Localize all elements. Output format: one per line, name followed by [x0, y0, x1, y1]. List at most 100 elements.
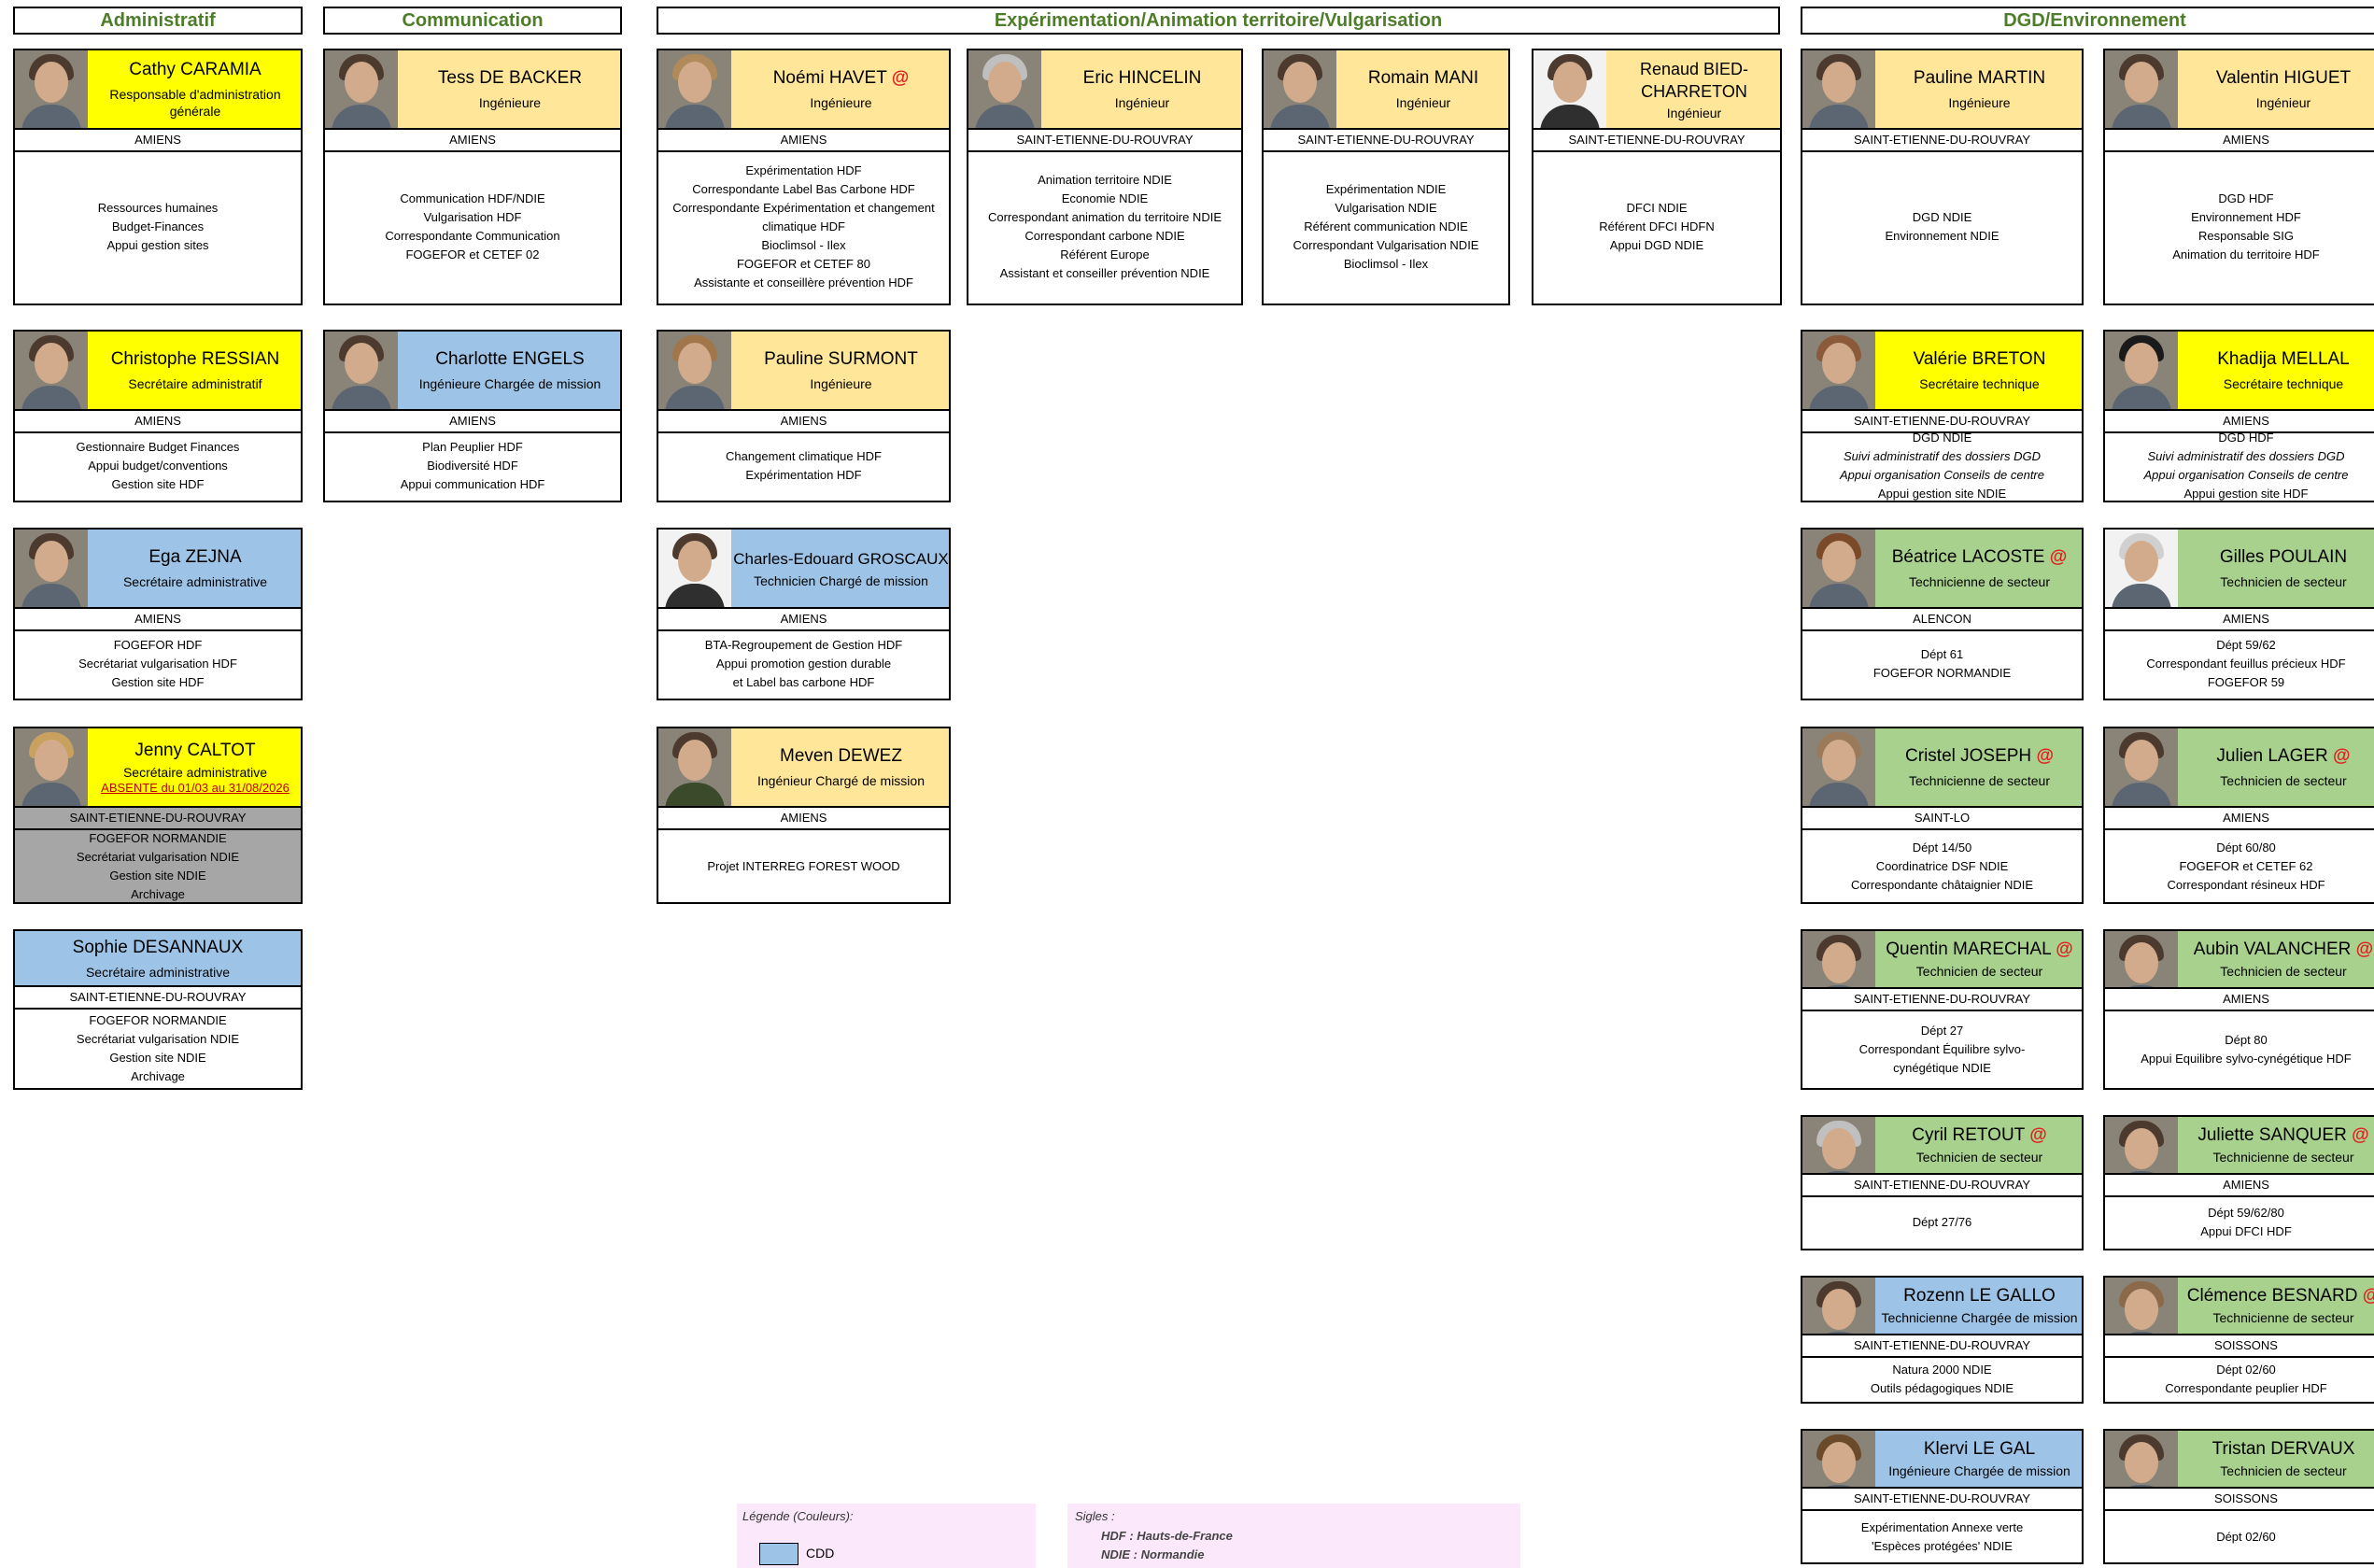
person-role: Technicienne de secteur — [1909, 574, 2050, 589]
person-name: Cristel JOSEPH @ — [1905, 746, 2054, 766]
header-communication: Communication — [323, 7, 622, 35]
person-name: Béatrice LACOSTE @ — [1891, 547, 2068, 567]
person-role: Technicien Chargé de mission — [754, 572, 928, 588]
person-photo — [2105, 1117, 2178, 1173]
person-photo — [1802, 332, 1875, 409]
person-card: Sophie DESANNAUX Secrétaire administrati… — [13, 929, 303, 1090]
person-photo — [1802, 1278, 1875, 1334]
person-name: Pauline MARTIN — [1913, 68, 2046, 88]
sigles-title: Sigles : — [1075, 1509, 1115, 1523]
person-card: Quentin MARECHAL @ Technicien de secteur… — [1801, 929, 2084, 1090]
person-location: SAINT-ETIENNE-DU-ROUVRAY — [1533, 130, 1780, 152]
person-location: AMIENS — [15, 411, 301, 433]
person-role: Ingénieur — [2255, 95, 2311, 110]
person-location: SOISSONS — [2105, 1335, 2374, 1358]
email-icon: @ — [2036, 746, 2054, 766]
person-role: Secrétaire administrative — [122, 764, 268, 780]
person-name: Klervi LE GAL — [1923, 1439, 2036, 1459]
person-name: Eric HINCELIN — [1082, 68, 1202, 88]
person-card: Khadija MELLAL Secrétaire technique AMIE… — [2103, 330, 2374, 502]
person-photo — [15, 332, 88, 409]
person-card: Pauline MARTIN Ingénieure SAINT-ETIENNE-… — [1801, 49, 2084, 305]
person-location: SOISSONS — [2105, 1489, 2374, 1511]
header-dgd-environnement: DGD/Environnement — [1801, 7, 2374, 35]
legend-swatch-cdd — [759, 1543, 798, 1565]
person-location: AMIENS — [2105, 609, 2374, 631]
person-role: Technicienne de secteur — [2212, 1150, 2354, 1165]
person-card: Meven DEWEZ Ingénieur Chargé de mission … — [657, 727, 951, 904]
person-name: Charles-Edouard GROSCAUX — [733, 549, 949, 568]
person-card: Klervi LE GAL Ingénieure Chargée de miss… — [1801, 1429, 2084, 1564]
person-role: Ingénieure — [810, 376, 872, 391]
person-name: Valentin HIGUET — [2215, 68, 2352, 88]
person-name: Tess DE BACKER — [437, 68, 583, 88]
person-location: SAINT-ETIENNE-DU-ROUVRAY — [1802, 1489, 2082, 1511]
person-photo — [658, 530, 731, 607]
person-name: Julien LAGER @ — [2216, 746, 2351, 766]
person-name: Jenny CALTOT — [134, 740, 256, 760]
sigles-legend: Sigles : HDF : Hauts-de-France NDIE : No… — [1067, 1504, 1520, 1568]
person-name: Valérie BRETON — [1913, 349, 2046, 369]
person-photo — [2105, 332, 2178, 409]
person-role: Ingénieur — [1395, 95, 1451, 110]
person-role: Ingénieure Chargée de mission — [1888, 1463, 2070, 1478]
person-role: Technicien de secteur — [2220, 964, 2347, 979]
person-card: Cristel JOSEPH @ Technicienne de secteur… — [1801, 727, 2084, 904]
person-name: Cathy CARAMIA — [129, 60, 261, 79]
person-name: Noémi HAVET @ — [772, 68, 910, 88]
person-card: Charles-Edouard GROSCAUX Technicien Char… — [657, 528, 951, 700]
person-photo — [968, 50, 1041, 128]
header-administratif: Administratif — [13, 7, 303, 35]
person-card: Tess DE BACKER Ingénieure AMIENS Communi… — [323, 49, 622, 305]
person-name: Romain MANI — [1367, 68, 1479, 88]
person-name: Gilles POULAIN — [2219, 547, 2348, 567]
person-card: Rozenn LE GALLO Technicienne Chargée de … — [1801, 1276, 2084, 1404]
person-card: Noémi HAVET @ Ingénieure AMIENS Expérime… — [657, 49, 951, 305]
person-name: Quentin MARECHAL @ — [1886, 939, 2073, 959]
person-location: SAINT-ETIENNE-DU-ROUVRAY — [15, 987, 301, 1010]
person-role: Ingénieure — [478, 95, 542, 110]
person-name: Tristan DERVAUX — [2211, 1439, 2355, 1459]
person-card: Jenny CALTOT Secrétaire administrative A… — [13, 727, 303, 904]
person-duties: Expérimentation Annexe verte'Espèces pro… — [1860, 1519, 2024, 1553]
person-photo — [2105, 931, 2178, 987]
person-name: Ega ZEJNA — [148, 547, 242, 567]
person-location: AMIENS — [2105, 989, 2374, 1011]
person-location: AMIENS — [15, 130, 301, 152]
person-photo — [658, 50, 731, 128]
person-photo — [1264, 50, 1336, 128]
person-name: Rozenn LE GALLO — [1903, 1286, 2056, 1306]
person-duties: Dépt 27/76 — [1912, 1215, 1972, 1229]
person-role: Technicien de secteur — [2220, 574, 2347, 589]
person-location: AMIENS — [2105, 130, 2374, 152]
person-role: Technicienne de secteur — [2212, 1310, 2354, 1325]
person-role: Ingénieur Chargé de mission — [757, 773, 925, 788]
person-name: Renaud BIED-CHARRETON — [1639, 59, 1749, 101]
person-duties: Dépt 02/60 — [2216, 1529, 2276, 1544]
person-location: AMIENS — [2105, 808, 2374, 830]
person-role: Secrétaire technique — [2223, 376, 2344, 391]
person-name: Aubin VALANCHER @ — [2193, 939, 2374, 959]
person-location: AMIENS — [325, 411, 620, 433]
person-card: Romain MANI Ingénieur SAINT-ETIENNE-DU-R… — [1262, 49, 1510, 305]
person-location: AMIENS — [658, 808, 949, 830]
person-location: SAINT-LO — [1802, 808, 2082, 830]
person-name: Pauline SURMONT — [764, 349, 918, 369]
person-photo — [1802, 1431, 1875, 1487]
person-photo — [1802, 1117, 1875, 1173]
person-photo — [1802, 50, 1875, 128]
person-location: AMIENS — [2105, 1175, 2374, 1197]
person-name: Clémence BESNARD @ — [2180, 1285, 2374, 1307]
person-role: Technicien de secteur — [2220, 773, 2347, 788]
person-card: Clémence BESNARD @ Technicienne de secte… — [2103, 1276, 2374, 1404]
